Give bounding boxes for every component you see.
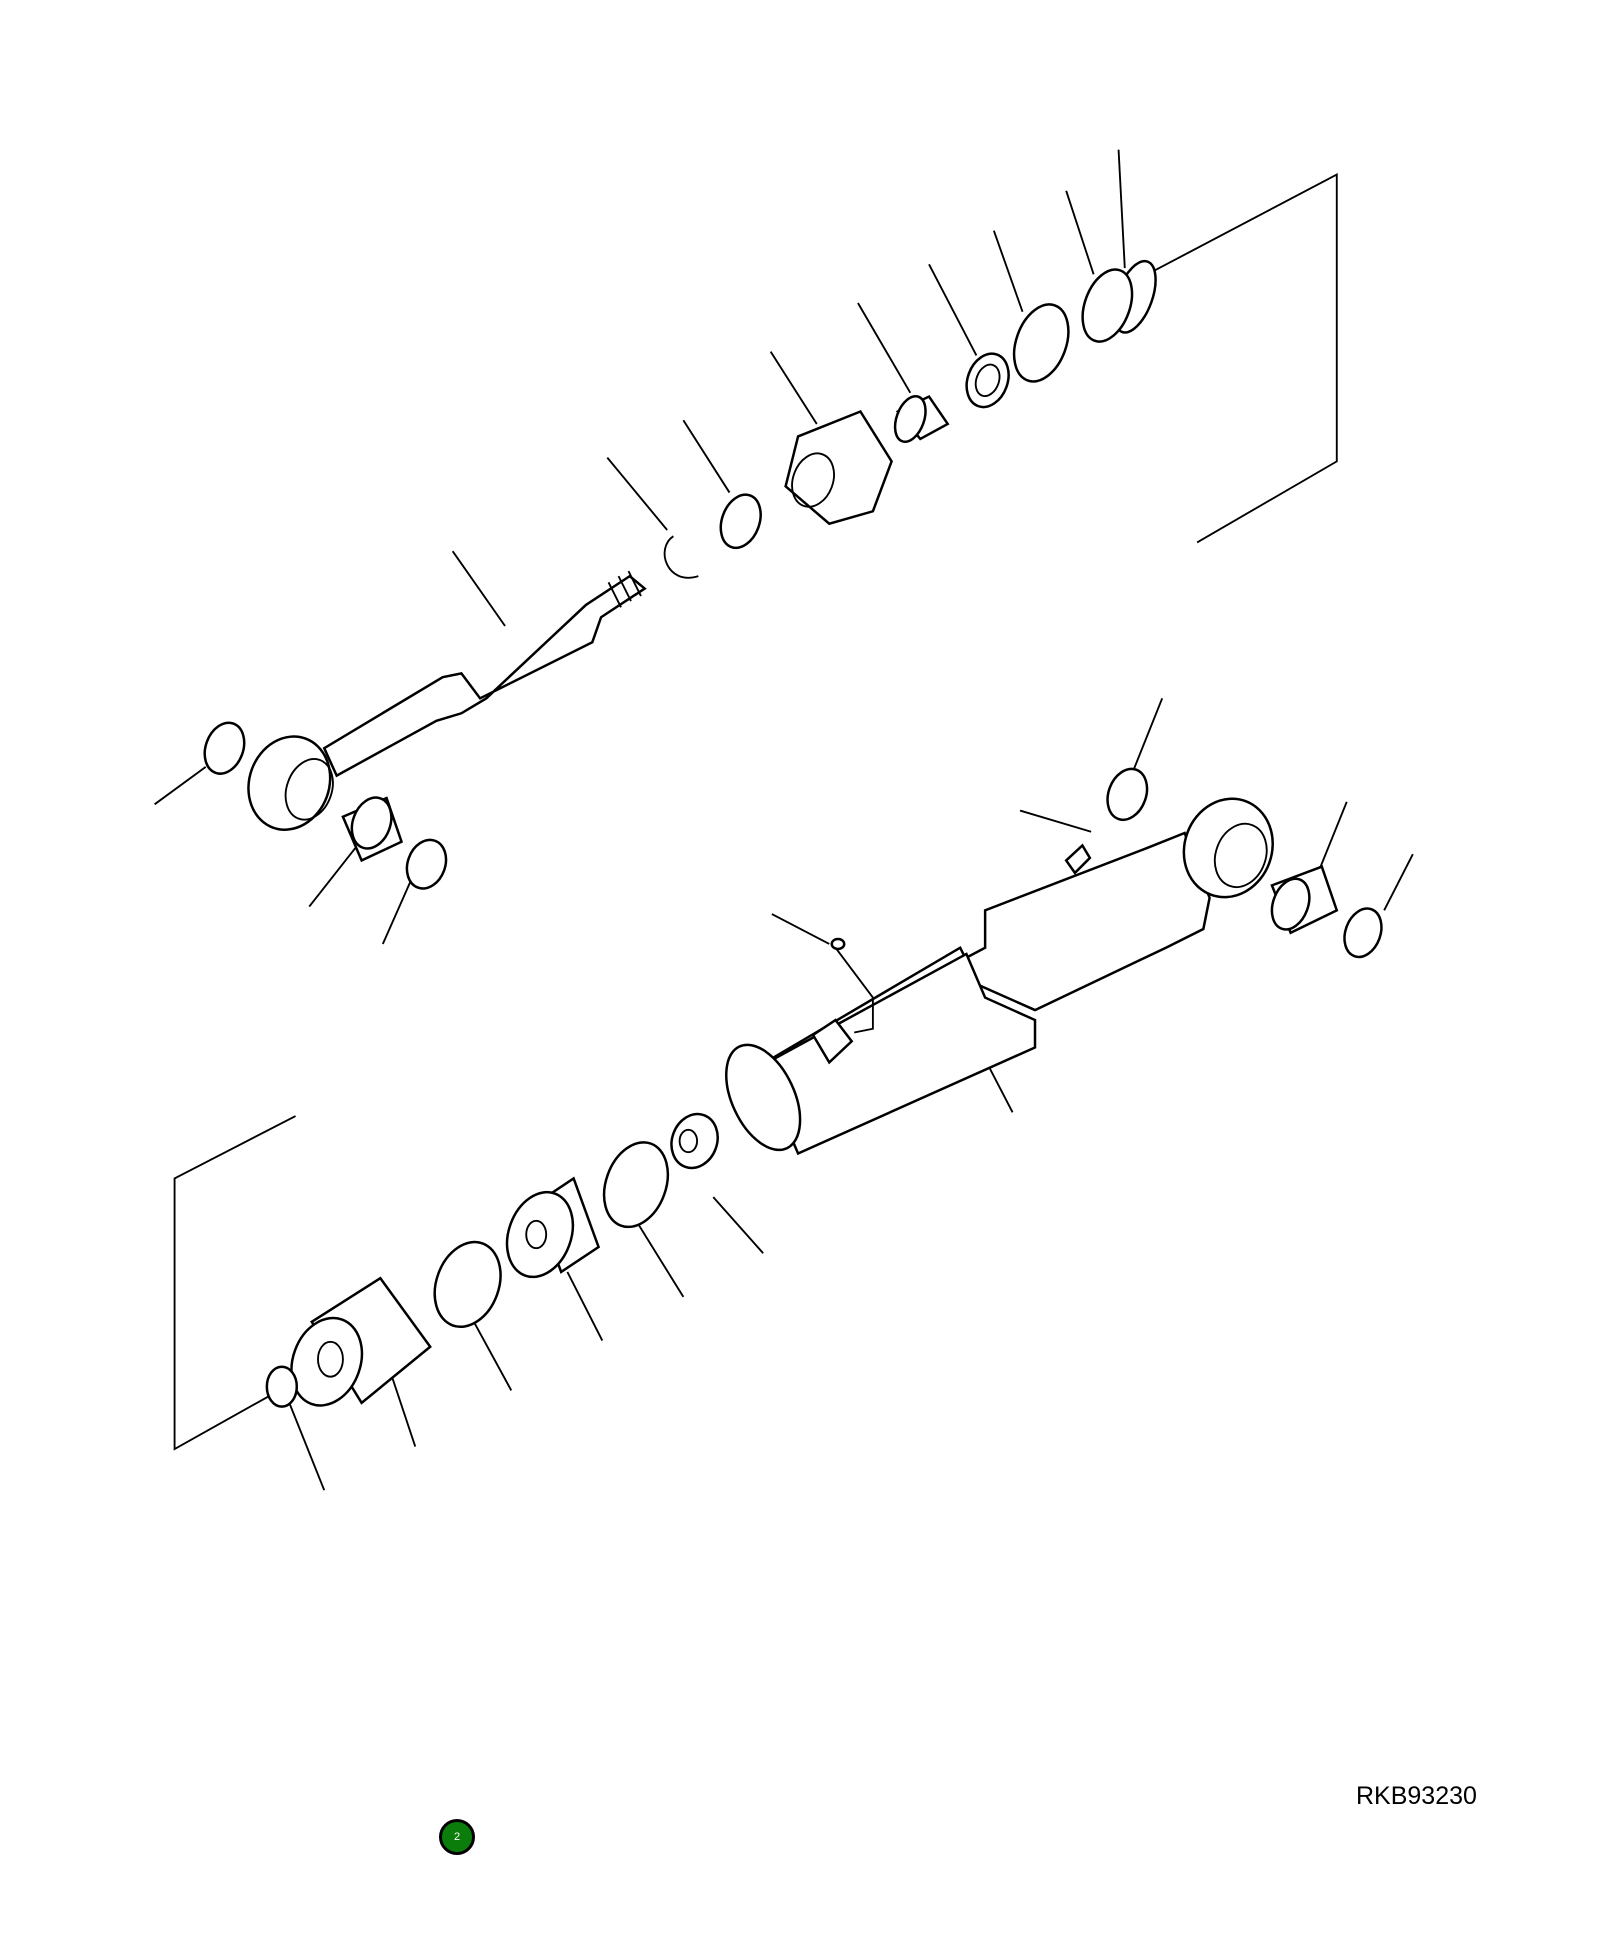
dust-seal-inner xyxy=(974,363,1001,397)
page-badge[interactable]: 2 xyxy=(439,1819,475,1855)
cushion-collar xyxy=(290,1316,364,1407)
bushing-end xyxy=(893,394,927,443)
leader-lines xyxy=(154,149,1414,1491)
rod-eye-seal-outer xyxy=(405,838,448,890)
nut xyxy=(670,1112,719,1170)
cylinder-head-bore xyxy=(791,452,835,508)
piston-seal xyxy=(433,1240,502,1329)
rod-eye xyxy=(247,735,332,831)
piston xyxy=(505,1190,575,1279)
cushion-collar-bore xyxy=(317,1340,344,1378)
o-ring xyxy=(1012,303,1070,383)
rod-eye-bore xyxy=(284,758,334,821)
tube-end-bushing-end xyxy=(1270,877,1311,931)
small-o-ring xyxy=(830,937,846,951)
tube-end-seal-outer xyxy=(1343,907,1383,959)
rod-eye-seal xyxy=(203,721,246,775)
tube-mouth xyxy=(725,1043,802,1152)
tube-end-eye xyxy=(1182,797,1274,899)
group-frame-upper xyxy=(1146,173,1338,544)
seal-ring xyxy=(1081,268,1134,343)
pipe-fitting xyxy=(811,1018,854,1065)
buffer-ring xyxy=(719,493,762,550)
cylinder-head xyxy=(784,409,893,526)
rod-thread xyxy=(607,570,642,608)
piston-bore xyxy=(525,1219,548,1250)
wear-ring xyxy=(602,1141,670,1229)
drawing-code: RKB93230 xyxy=(1356,1782,1477,1810)
dust-seal xyxy=(965,352,1010,409)
rod-eye-bushing-end xyxy=(350,796,393,850)
tube-end-seal xyxy=(1106,767,1149,822)
nut-bore xyxy=(678,1128,699,1154)
plug xyxy=(265,1365,299,1408)
snap-ring xyxy=(663,535,699,579)
grease-fitting xyxy=(1064,843,1092,875)
cylinder-tube-lower xyxy=(759,952,1037,1156)
tube-end-eye-bore xyxy=(1213,822,1268,889)
pipe xyxy=(834,947,874,1034)
piston-rod xyxy=(322,574,647,778)
group-frame-lower xyxy=(173,1115,296,1451)
